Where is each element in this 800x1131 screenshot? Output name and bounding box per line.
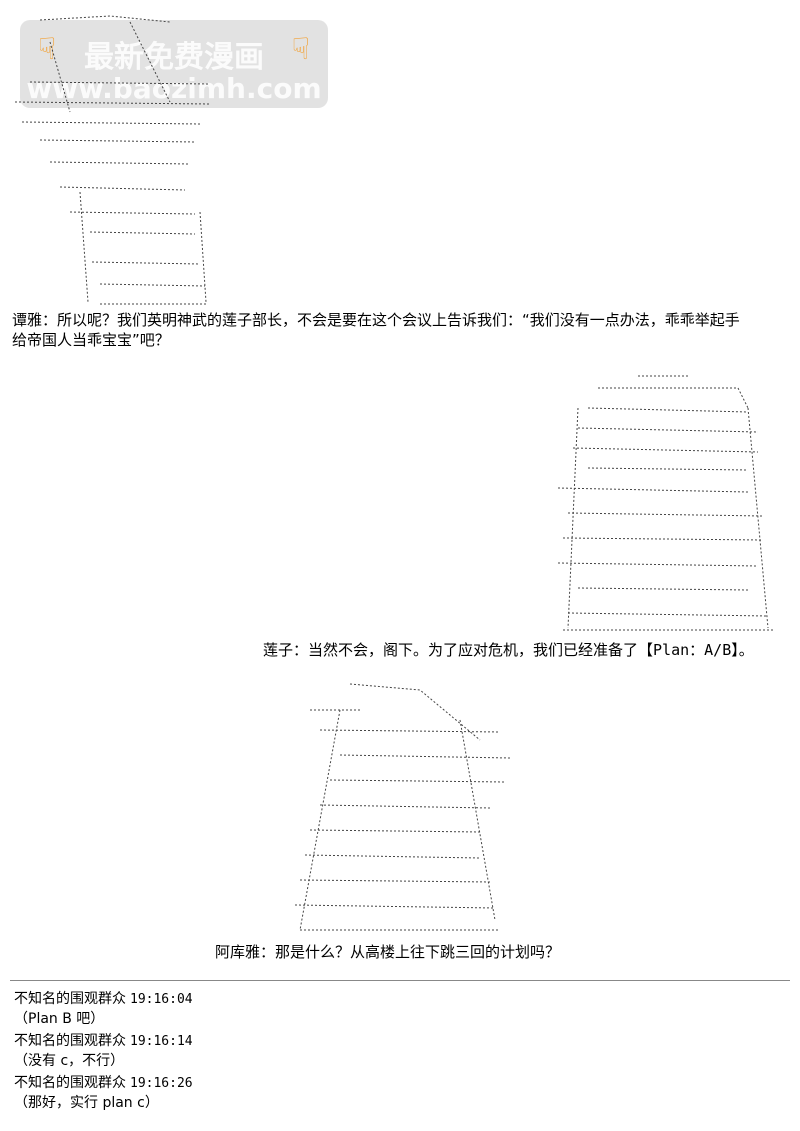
dialogue-line-renko: 莲子：当然不会，阁下。为了应对危机，我们已经准备了【Plan：A/B】。 [263,641,754,659]
comment-body: （没有 c，不行） [14,1053,125,1069]
comment-divider [10,980,790,981]
watermark-url: www.baozimh.com [26,72,322,105]
comment-body: （那好，实行 plan c） [14,1095,159,1111]
watermark-title: 最新免费漫画 [84,40,264,75]
ascii-art-renko [548,368,788,638]
pointing-hand-icon: ☟ [38,32,57,67]
dialogue-line-tanya-2: 给帝国人当乖宝宝”吧？ [12,331,170,349]
comment-body: （Plan B 吧） [14,1011,105,1027]
watermark: ☟ ☟ 最新免费漫画 www.baozimh.com [20,20,328,108]
ascii-art-tanya [10,12,220,310]
ascii-art-aqua [280,680,520,936]
dialogue-line-aqua: 阿库雅：那是什么？从高楼上往下跳三回的计划吗？ [215,943,561,961]
plan-label: Plan：A/B [653,641,732,659]
dialogue-line-tanya-1: 谭雅：所以呢？我们英明神武的莲子部长，不会是要在这个会议上告诉我们：“我们没有一… [12,311,740,329]
pointing-hand-icon: ☟ [291,32,310,67]
